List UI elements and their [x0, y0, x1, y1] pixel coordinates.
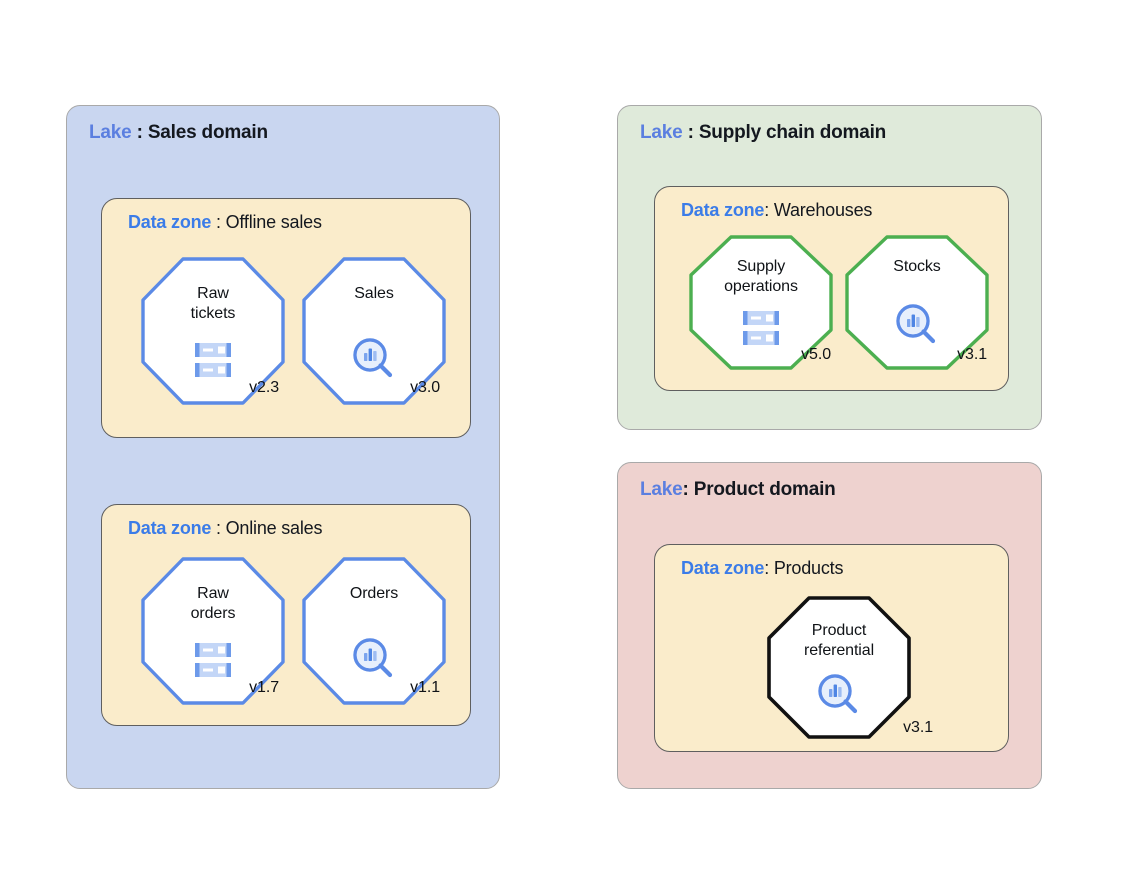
- octagon-shape: [845, 235, 989, 370]
- zone-separator: :: [211, 518, 226, 538]
- data-asset-version: v1.7: [249, 679, 279, 696]
- analytics-search-icon: [352, 337, 396, 386]
- zone-name: Products: [773, 558, 844, 578]
- data-asset-label: Raw tickets: [190, 285, 236, 322]
- data-zone-products[interactable]: Data zone: Products Product referential …: [654, 544, 1009, 752]
- data-asset-label: Product referential: [803, 622, 875, 659]
- data-asset-raw-tickets[interactable]: Raw tickets: [141, 257, 285, 405]
- data-asset-version: v5.0: [801, 346, 831, 363]
- zone-keyword: Data zone: [128, 212, 212, 232]
- data-asset-product-referential[interactable]: Product referential v3.1: [767, 596, 933, 739]
- data-asset-stocks[interactable]: Stocks v3.1: [845, 235, 989, 370]
- zone-name: Online sales: [225, 518, 323, 538]
- data-zone-online-sales[interactable]: Data zone : Online sales Raw orders: [101, 504, 471, 726]
- lake-title-product-domain: Lake: Product domain: [640, 479, 836, 501]
- octagon-shape: [302, 257, 446, 405]
- data-asset-version: v3.1: [957, 346, 987, 363]
- zone-name: Warehouses: [773, 200, 873, 220]
- analytics-search-icon: [352, 637, 396, 686]
- data-asset-label: Orders: [349, 585, 399, 602]
- lake-name: Supply chain domain: [698, 122, 887, 143]
- database-icon: [740, 309, 782, 354]
- data-zone-title-products: Data zone: Products: [681, 558, 843, 579]
- data-zone-title-offline-sales: Data zone : Offline sales: [128, 212, 322, 233]
- analytics-search-icon: [895, 303, 939, 352]
- lake-separator: :: [131, 122, 148, 143]
- data-asset-version: v1.1: [410, 679, 440, 696]
- data-asset-orders[interactable]: Orders v1.1: [302, 557, 446, 705]
- lake-card-product-domain[interactable]: Lake: Product domain Data zone: Products…: [617, 462, 1042, 789]
- zone-name: Offline sales: [225, 212, 322, 232]
- data-asset-version: v3.1: [903, 719, 933, 736]
- data-asset-raw-orders[interactable]: Raw orders: [141, 557, 285, 705]
- lake-title-sales-domain: Lake : Sales domain: [89, 122, 268, 144]
- octagon-shape: [767, 596, 911, 739]
- data-zone-title-warehouses: Data zone: Warehouses: [681, 200, 872, 221]
- lake-title-supply-chain-domain: Lake : Supply chain domain: [640, 122, 886, 144]
- lake-keyword: Lake: [89, 122, 132, 143]
- data-zone-title-online-sales: Data zone : Online sales: [128, 518, 322, 539]
- data-asset-supply-operations[interactable]: Supply operations: [689, 235, 833, 370]
- data-zone-offline-sales[interactable]: Data zone : Offline sales Raw tickets: [101, 198, 471, 438]
- octagon-shape: [689, 235, 833, 370]
- zone-keyword: Data zone: [681, 200, 765, 220]
- database-icon: [192, 641, 234, 686]
- data-zone-warehouses[interactable]: Data zone: Warehouses Supply operations: [654, 186, 1009, 391]
- data-asset-version: v2.3: [249, 379, 279, 396]
- octagon-shape: [141, 257, 285, 405]
- lake-card-sales-domain[interactable]: Lake : Sales domain Data zone : Offline …: [66, 105, 500, 789]
- zone-separator: :: [211, 212, 226, 232]
- data-asset-label: Stocks: [893, 258, 941, 275]
- lake-separator: :: [682, 479, 694, 500]
- data-asset-version: v3.0: [410, 379, 440, 396]
- data-asset-sales[interactable]: Sales v3.0: [302, 257, 446, 405]
- zone-separator: :: [764, 558, 774, 578]
- lake-separator: :: [682, 122, 699, 143]
- zone-separator: :: [764, 200, 774, 220]
- lake-card-supply-chain-domain[interactable]: Lake : Supply chain domain Data zone: Wa…: [617, 105, 1042, 430]
- data-asset-label: Sales: [354, 285, 394, 302]
- octagon-shape: [302, 557, 446, 705]
- database-icon: [192, 341, 234, 386]
- lake-name: Product domain: [693, 479, 836, 500]
- zone-keyword: Data zone: [128, 518, 212, 538]
- analytics-search-icon: [817, 673, 861, 722]
- data-asset-label: Supply operations: [724, 258, 798, 295]
- zone-keyword: Data zone: [681, 558, 765, 578]
- lake-keyword: Lake: [640, 479, 683, 500]
- data-asset-label: Raw orders: [190, 585, 236, 622]
- lake-name: Sales domain: [147, 122, 268, 143]
- lake-keyword: Lake: [640, 122, 683, 143]
- octagon-shape: [141, 557, 285, 705]
